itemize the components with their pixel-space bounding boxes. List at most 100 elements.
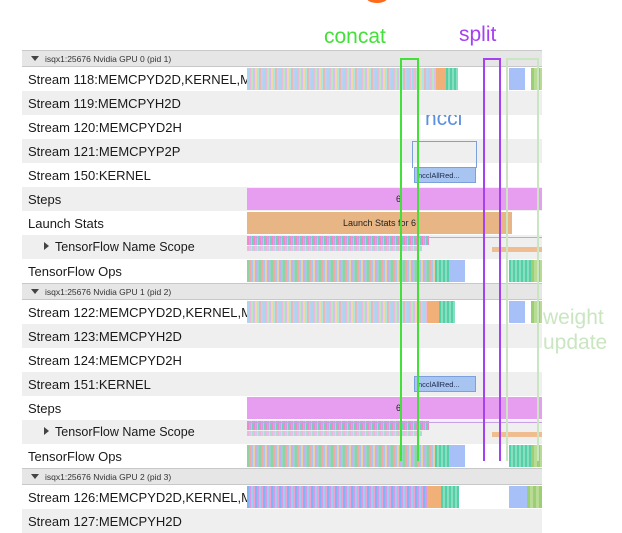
- row-track[interactable]: 6: [247, 187, 542, 211]
- track-segment[interactable]: [531, 445, 542, 467]
- row-track[interactable]: [247, 485, 542, 509]
- track-segment[interactable]: [247, 68, 412, 90]
- track-segment[interactable]: [439, 301, 455, 323]
- chevron-right-icon[interactable]: [44, 427, 49, 435]
- track-segment[interactable]: [492, 247, 542, 252]
- track-segment[interactable]: [446, 68, 458, 90]
- nccl-allreduce-block[interactable]: ncclAllRed...: [414, 167, 476, 183]
- timeline-row[interactable]: Stream 126:MEMCPYD2D,KERNEL,MI: [22, 485, 542, 509]
- steps-bar-label: 6: [395, 403, 401, 413]
- chevron-right-icon[interactable]: [44, 242, 49, 250]
- row-track[interactable]: ncclAllRed...: [247, 163, 542, 187]
- clipped-orange-marker: [367, 0, 387, 3]
- group-header-gpu2[interactable]: isqx1:25676 Nvidia GPU 2 (pid 3): [22, 468, 542, 485]
- row-track[interactable]: [247, 420, 542, 444]
- track-segment[interactable]: [509, 445, 531, 467]
- row-track[interactable]: [247, 324, 542, 348]
- chevron-down-icon[interactable]: [31, 289, 39, 294]
- track-segment[interactable]: [247, 260, 435, 282]
- steps-bar[interactable]: 6: [247, 397, 542, 419]
- timeline-row[interactable]: Stream 123:MEMCPYH2D: [22, 324, 542, 348]
- timeline-row[interactable]: TensorFlow Ops: [22, 259, 542, 283]
- launch-stats-bar[interactable]: Launch Stats for 6: [247, 212, 512, 234]
- timeline-row[interactable]: Steps 6: [22, 396, 542, 420]
- row-track[interactable]: [247, 509, 542, 533]
- row-track[interactable]: [247, 115, 542, 139]
- track-segment[interactable]: [441, 486, 459, 508]
- track-segment[interactable]: [527, 486, 542, 508]
- track-segment[interactable]: [509, 301, 525, 323]
- track-segment[interactable]: [247, 246, 422, 251]
- track-segment[interactable]: [531, 260, 542, 282]
- timeline-row[interactable]: Stream 121:MEMCPYP2P: [22, 139, 542, 163]
- timeline-row[interactable]: Launch Stats Launch Stats for 6: [22, 211, 542, 235]
- row-label: Stream 123:MEMCPYH2D: [22, 328, 247, 344]
- track-segment[interactable]: [247, 486, 427, 508]
- row-track[interactable]: [247, 444, 542, 468]
- track-segment[interactable]: [427, 301, 439, 323]
- track-segment[interactable]: [247, 445, 435, 467]
- track-segment[interactable]: [509, 260, 531, 282]
- track-segment[interactable]: [435, 445, 449, 467]
- chevron-down-icon[interactable]: [31, 56, 39, 61]
- track-segment[interactable]: [247, 431, 422, 436]
- row-label: Stream 150:KERNEL: [28, 167, 151, 183]
- timeline-row[interactable]: TensorFlow Name Scope: [22, 420, 542, 444]
- annotation-label-split: split: [459, 23, 497, 46]
- row-track[interactable]: [247, 139, 542, 163]
- row-label: Stream 118:MEMCPYD2D,KERNEL,ME: [28, 71, 247, 87]
- timeline-row[interactable]: Stream 151:KERNEL ncclAllRed...: [22, 372, 542, 396]
- row-label: Stream 151:KERNEL: [22, 376, 247, 392]
- timeline-row[interactable]: Stream 119:MEMCPYH2D: [22, 91, 542, 115]
- timeline-row[interactable]: Steps 6: [22, 187, 542, 211]
- timeline-row[interactable]: Stream 122:MEMCPYD2D,KERNEL,MI: [22, 300, 542, 324]
- trace-viewer-screenshot: concat split nccl weight update isqx1:25…: [22, 0, 607, 533]
- row-track[interactable]: [247, 259, 542, 283]
- track-segment[interactable]: [449, 260, 465, 282]
- timeline-row[interactable]: Stream 127:MEMCPYH2D: [22, 509, 542, 533]
- steps-bar[interactable]: 6: [247, 188, 542, 210]
- row-track[interactable]: 6: [247, 396, 542, 420]
- track-segment[interactable]: [449, 445, 465, 467]
- track-segment[interactable]: [412, 68, 436, 90]
- timeline-row[interactable]: Stream 124:MEMCPYD2H: [22, 348, 542, 372]
- track-segment[interactable]: [509, 68, 525, 90]
- timeline-row[interactable]: TensorFlow Name Scope: [22, 235, 542, 259]
- track-segment[interactable]: [247, 301, 427, 323]
- track-segment[interactable]: [435, 260, 449, 282]
- timeline-row[interactable]: Stream 150:KERNEL ncclAllRed...: [22, 163, 542, 187]
- row-track[interactable]: [247, 67, 542, 91]
- row-track[interactable]: [247, 91, 542, 115]
- row-label: Launch Stats: [28, 215, 104, 231]
- row-track[interactable]: [247, 235, 542, 259]
- group-header-gpu1[interactable]: isqx1:25676 Nvidia GPU 1 (pid 2): [22, 283, 542, 300]
- track-segment[interactable]: [427, 486, 441, 508]
- annotation-label-weight-update: weight update: [543, 305, 607, 355]
- track-divider: [247, 237, 542, 238]
- track-segment[interactable]: [247, 421, 429, 430]
- row-track[interactable]: [247, 300, 542, 324]
- track-segment[interactable]: [247, 236, 429, 245]
- track-segment[interactable]: [492, 432, 542, 437]
- nccl-allreduce-block[interactable]: ncclAllRed...: [414, 376, 476, 392]
- track-divider: [247, 422, 542, 423]
- steps-bar-label: 6: [395, 194, 401, 204]
- row-label-namescope[interactable]: TensorFlow Name Scope: [22, 240, 247, 254]
- timeline-row[interactable]: Stream 118:MEMCPYD2D,KERNEL,ME: [22, 67, 542, 91]
- group-header-gpu0[interactable]: isqx1:25676 Nvidia GPU 0 (pid 1): [22, 50, 542, 67]
- track-segment[interactable]: [531, 68, 542, 90]
- annotation-label-weight-line2: update: [543, 331, 608, 354]
- track-segment[interactable]: [531, 301, 542, 323]
- timeline-row[interactable]: TensorFlow Ops: [22, 444, 542, 468]
- row-label: Steps: [22, 191, 247, 207]
- row-track[interactable]: [247, 348, 542, 372]
- track-segment[interactable]: [509, 486, 527, 508]
- row-label-namescope[interactable]: TensorFlow Name Scope: [22, 425, 247, 439]
- track-segment[interactable]: [436, 68, 446, 90]
- row-track[interactable]: ncclAllRed...: [247, 372, 542, 396]
- timeline-panel[interactable]: isqx1:25676 Nvidia GPU 0 (pid 1) Stream …: [22, 50, 542, 533]
- row-track[interactable]: Launch Stats for 6: [247, 211, 542, 235]
- row-label: TensorFlow Name Scope: [55, 425, 195, 439]
- chevron-down-icon[interactable]: [31, 474, 39, 479]
- timeline-row[interactable]: Stream 120:MEMCPYD2H: [22, 115, 542, 139]
